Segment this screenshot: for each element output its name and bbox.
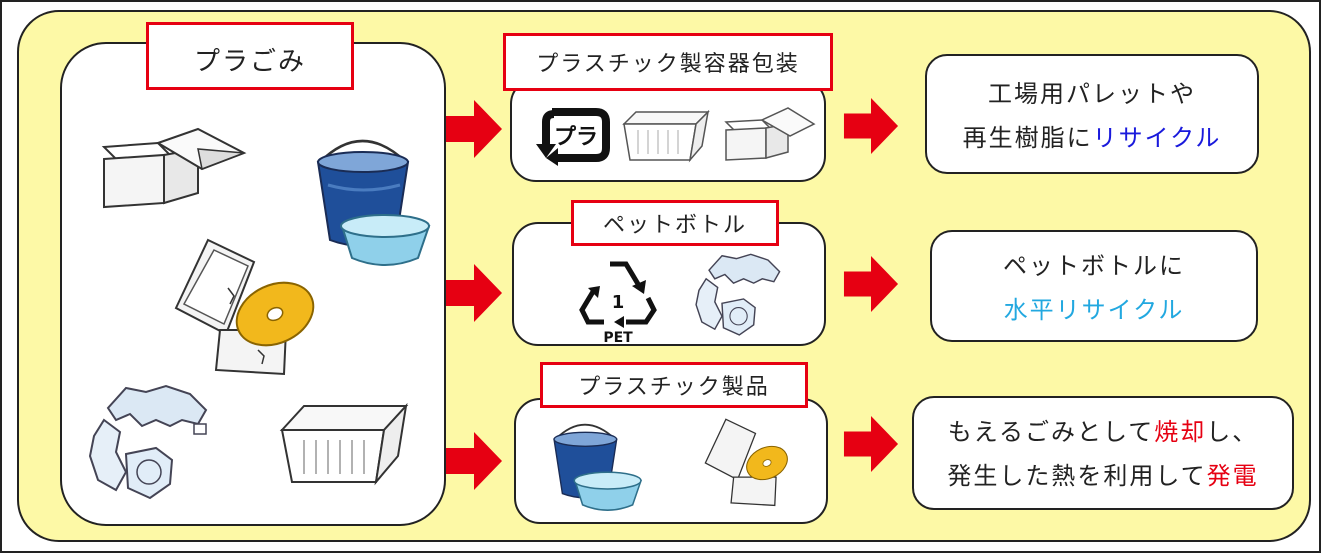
cd-case-icon [174,238,288,376]
category-title: プラスチック製容器包装 [503,33,833,91]
highlight-recycle: リサイクル [1092,124,1222,152]
basin-icon [573,471,643,511]
result-horizontal-recycle: ペットボトルに 水平リサイクル [930,230,1258,342]
result-recycle: 工場用パレットや 再生樹脂にリサイクル [925,54,1259,174]
pet-label: PET [603,330,633,346]
pet-number: 1 [612,292,625,313]
red-arrow-icon [446,264,502,322]
red-arrow-icon [843,416,899,472]
cd-disc-icon [235,281,315,347]
red-arrow-icon [843,256,899,312]
cd-case-icon [704,418,777,507]
styrofoam-box-icon [101,127,247,209]
result-line: ペットボトルに [1003,252,1185,280]
plastic-tray-icon [622,109,710,163]
highlight-power: 発電 [1206,462,1259,490]
basin-icon [340,214,431,266]
red-arrow-icon [446,100,502,158]
source-title: プラごみ [146,22,354,90]
result-line: もえるごみとして焼却し、 [947,418,1259,446]
result-line: 発生した熱を利用して発電 [947,462,1259,490]
red-arrow-icon [446,432,502,490]
pet-recycle-icon: 1 PET [579,261,657,346]
result-line: 再生樹脂にリサイクル [962,124,1222,152]
pla-mark-label: プラ [554,125,598,150]
category-title: プラスチック製品 [540,362,808,408]
result-incinerate: もえるごみとして焼却し、 発生した熱を利用して発電 [912,396,1294,510]
result-line: 工場用パレットや [988,80,1196,108]
crushed-bottles-icon [88,384,208,500]
highlight-horizontal-recycle: 水平リサイクル [1003,296,1185,324]
styrofoam-box-icon [724,107,816,161]
pla-mark-icon: プラ [536,108,610,166]
highlight-incinerate: 焼却 [1154,418,1207,446]
crushed-bottles-icon [695,253,781,336]
red-arrow-icon [843,98,899,154]
plastic-tray-icon [279,402,409,486]
cd-disc-icon [746,445,788,481]
category-title: ペットボトル [571,200,779,246]
